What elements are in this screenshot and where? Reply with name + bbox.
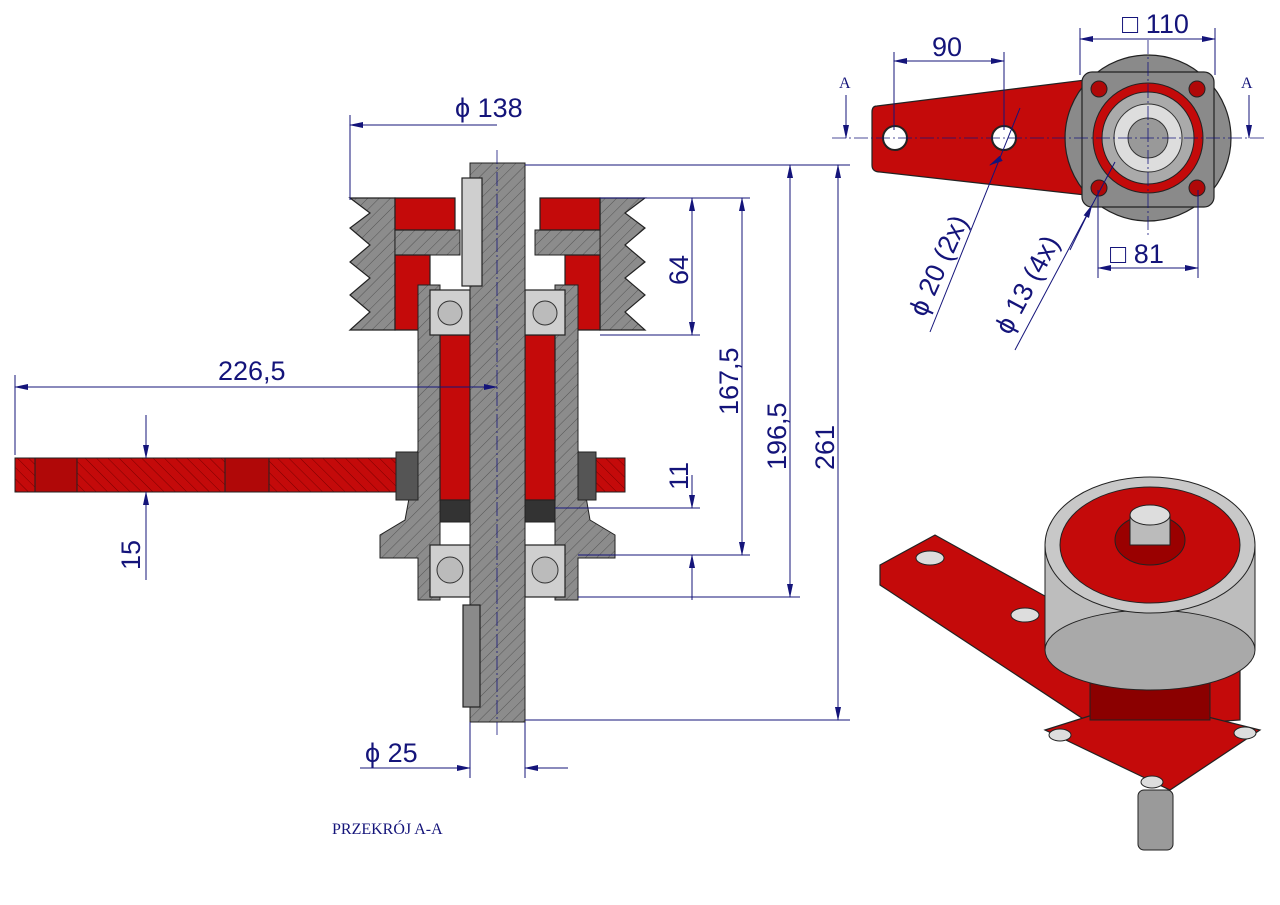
dim-total-height: 261 [810,425,840,470]
dim-196-5: 196,5 [762,402,792,470]
dim-arm-length: 226,5 [218,356,286,386]
iso-arm-hole [1010,607,1040,623]
section-mark-left: A [839,75,851,92]
dim-bolt-square: □ 81 [1110,239,1164,269]
dim-167-5: 167,5 [714,347,744,415]
key-upper [461,177,483,287]
pulley-inner-upper [394,197,601,231]
arm-hole-1 [34,457,78,493]
flange-hole [1090,80,1108,98]
dim-shaft-diameter: ϕ 25 [365,738,418,768]
dim-bearing-gap: 11 [664,462,694,490]
arm-hole-2 [224,457,270,493]
dim-pulley-height: 64 [664,255,694,285]
iso-arm-hole [915,550,945,566]
key-lower [462,604,481,708]
dim-plate-thickness: 15 [116,540,146,570]
iso-flange-hole [1048,728,1072,742]
isometric-view [879,476,1262,851]
dim-flange-holes: ϕ 13 (4x) [989,231,1066,339]
section-dimensions: ϕ 138 226,5 15 64 11 167,5 196,5 261 ϕ 2… [14,93,850,838]
lower-bearing [429,544,566,598]
dim-flange-square: □ 110 [1122,9,1189,39]
iso-shaft-end [1137,789,1174,851]
clamp-left [395,451,419,501]
iso-flange-hole [1140,775,1164,789]
iso-flange-hole [1233,726,1257,740]
housing-bore [524,334,556,501]
flange-hole [1188,179,1206,197]
dim-pulley-diameter: ϕ 138 [455,93,523,123]
dim-arm-holes: ϕ 20 (2x) [903,211,974,321]
arm-top [871,79,1086,196]
housing-bore [439,334,471,501]
flange-hole [1188,80,1206,98]
top-view [832,40,1265,235]
dim-hole-spacing: 90 [932,32,962,62]
clamp-right [577,451,597,501]
section-title: PRZEKRÓJ A-A [332,819,443,838]
upper-bearing [429,289,566,336]
section-mark-right: A [1241,75,1253,92]
section-view [14,150,647,735]
